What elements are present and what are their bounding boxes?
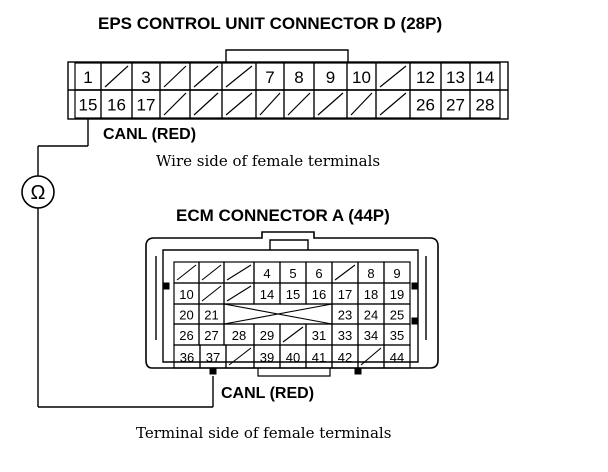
ecm-pin-label: 5 (289, 266, 296, 281)
ecm-right-key (411, 282, 419, 290)
ecm-inner-housing (162, 249, 419, 363)
ecm-pin-label: 16 (312, 287, 326, 302)
ecm-connector-shell (145, 231, 439, 369)
ecm-pin-label: 26 (179, 328, 193, 343)
ecm-pin-label: 14 (260, 287, 274, 302)
eps-row1-pin-label: 1 (83, 68, 92, 87)
ecm-pin-label: 18 (364, 287, 378, 302)
ecm-pin-label: 15 (286, 287, 300, 302)
eps-row2-cell (469, 89, 501, 119)
ecm-pin-label: 20 (179, 308, 193, 323)
ecm-pin-label: 33 (338, 328, 352, 343)
ecm-row5-cell (383, 344, 411, 369)
ecm-pin-label: 27 (204, 328, 218, 343)
ecm-pin-label: 21 (204, 308, 218, 323)
ecm-pin-label: 34 (364, 328, 378, 343)
empty-cavity-slash (201, 264, 222, 281)
ecm-pin-label: 19 (390, 287, 404, 302)
eps-row2-pin-label: 16 (107, 96, 126, 115)
eps-wire-label: CANL (RED) (103, 126, 197, 143)
empty-cavity-slash (228, 347, 252, 366)
ecm-pin-label: 31 (312, 328, 326, 343)
ecm-pin-label: 6 (315, 266, 322, 281)
ecm-pin-label: 28 (232, 328, 246, 343)
ecm-blank-zone (223, 303, 333, 325)
ecm-left-key (162, 282, 170, 290)
eps-row1-pin-label: 3 (141, 68, 150, 87)
ecm-pin-label: 37 (206, 350, 220, 365)
ecm-right-key-2 (411, 317, 419, 325)
eps-row2-pin-label: 26 (416, 96, 435, 115)
ecm-pin-label: 36 (180, 350, 194, 365)
empty-cavity-slash (334, 264, 356, 281)
ecm-pin-label: 10 (179, 287, 193, 302)
ecm-blank-cross-b (223, 303, 333, 325)
eps-row2-pin-label: 17 (137, 96, 156, 115)
eps-latch (225, 49, 349, 62)
ecm-pin-label: 8 (367, 266, 374, 281)
eps-row1-pin-label: 12 (416, 68, 435, 87)
eps-row1-pin-label: 14 (476, 68, 495, 87)
empty-cavity-slash (379, 92, 407, 116)
ecm-connector-title: ECM CONNECTOR A (44P) (176, 206, 390, 225)
eps-row2-pin-label: 27 (446, 96, 465, 115)
ecm-pin-label: 23 (338, 308, 352, 323)
ecm-pin-label: 29 (260, 328, 274, 343)
eps-connector-title: EPS CONTROL UNIT CONNECTOR D (28P) (98, 14, 443, 33)
ecm-pin-label: 40 (286, 350, 300, 365)
empty-cavity-slash (379, 65, 407, 88)
eps-row2-pin-label: 28 (476, 96, 495, 115)
eps-row1-pin-label: 10 (352, 68, 371, 87)
ecm-pin-label: 39 (260, 350, 274, 365)
empty-cavity-slash (163, 92, 187, 116)
ecm-pin-label: 35 (390, 328, 404, 343)
ecm-pin-label: 24 (364, 308, 378, 323)
ecm-pin-label: 4 (263, 266, 270, 281)
empty-cavity-slash (193, 65, 219, 88)
ecm-bottom-key-2 (354, 367, 362, 375)
empty-cavity-slash (317, 92, 344, 116)
ecm-pin-label: 25 (390, 308, 404, 323)
empty-cavity-slash (287, 92, 311, 116)
empty-cavity-slash (350, 92, 373, 116)
empty-cavity-slash (201, 285, 222, 302)
eps-row1-pin-label: 9 (326, 68, 335, 87)
ecm-latch (269, 239, 309, 250)
ecm-bottom-lock (257, 368, 331, 377)
ecm-caption: Terminal side of female terminals (136, 424, 392, 442)
empty-cavity-slash (226, 264, 252, 281)
empty-cavity-slash (259, 92, 281, 116)
ecm-pin-label: 17 (338, 287, 352, 302)
empty-cavity-slash (225, 92, 253, 116)
empty-cavity-slash (193, 92, 219, 116)
ecm-pin-label: 41 (312, 350, 326, 365)
ecm-pin-label: 44 (390, 350, 404, 365)
eps-row1-pin-label: 8 (294, 68, 303, 87)
ecm-bottom-key (209, 367, 217, 375)
ecm-wire-label: CANL (RED) (221, 385, 315, 402)
ecm-pin-label: 9 (393, 266, 400, 281)
eps-row2-pin-label: 15 (79, 96, 98, 115)
empty-cavity-slash (176, 264, 197, 281)
ohmmeter-symbol: Ω (31, 182, 46, 204)
empty-cavity-slash (226, 285, 252, 302)
eps-caption: Wire side of female terminals (156, 152, 381, 170)
empty-cavity-slash (282, 326, 304, 343)
empty-cavity-slash (104, 65, 129, 88)
ecm-pin-label: 42 (338, 350, 352, 365)
eps-row1-pin-label: 7 (265, 68, 274, 87)
empty-cavity-slash (163, 65, 187, 88)
eps-row1-pin-label: 13 (446, 68, 465, 87)
empty-cavity-slash (360, 347, 382, 366)
empty-cavity-slash (225, 65, 253, 88)
